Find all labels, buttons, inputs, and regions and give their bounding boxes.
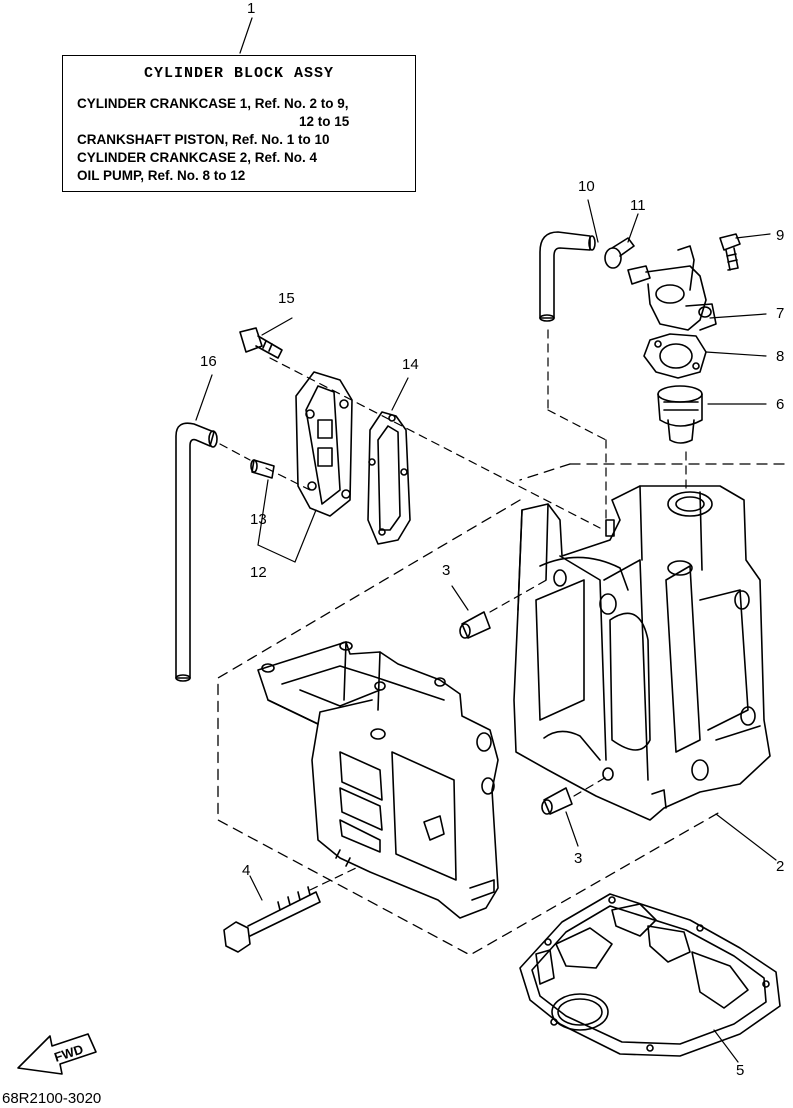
dowel-part-3b	[541, 787, 573, 815]
legend-title: CYLINDER BLOCK ASSY	[143, 65, 335, 82]
gasket-part-5	[519, 893, 781, 1057]
bolt-part-4	[223, 886, 321, 953]
legend-line-4: CYLINDER CRANKCASE 2, Ref. No. 4	[77, 150, 318, 165]
gasket-part-14	[367, 411, 411, 545]
callout-4: 4	[242, 862, 251, 879]
forward-arrow-icon: FWD	[17, 1033, 97, 1075]
bolt-part-15	[239, 327, 283, 359]
hose-part-16	[175, 422, 218, 682]
callout-14: 14	[402, 356, 419, 373]
callout-1: 1	[247, 0, 256, 17]
legend-line-5: OIL PUMP, Ref. No. 8 to 12	[77, 168, 246, 183]
thermostat-cover-part-7	[627, 245, 717, 331]
assembly-dashed-outline	[217, 463, 791, 956]
drawing-number: 68R2100-3020	[2, 1090, 102, 1107]
callout-3-upper: 3	[442, 562, 451, 579]
callout-6: 6	[776, 396, 785, 413]
oil-pump-part-12	[295, 371, 353, 517]
callout-3-lower: 3	[574, 850, 583, 867]
hose-part-10	[539, 231, 596, 322]
callout-11: 11	[630, 197, 646, 214]
callout-12: 12	[250, 564, 267, 581]
legend-line-3: CRANKSHAFT PISTON, Ref. No. 1 to 10	[77, 132, 330, 147]
callout-5: 5	[736, 1062, 745, 1079]
callout-15: 15	[278, 290, 295, 307]
callout-7: 7	[776, 305, 785, 322]
leader-lines	[195, 17, 777, 1063]
callout-2: 2	[776, 858, 785, 875]
dowel-part-13	[250, 459, 275, 479]
crankcase-part-4	[257, 641, 499, 919]
gasket-part-8	[643, 333, 707, 379]
bolt-part-9	[719, 233, 741, 271]
callout-10: 10	[578, 178, 595, 195]
dowel-part-3a	[459, 611, 491, 639]
legend-line-2: 12 to 15	[299, 114, 350, 129]
assembly-legend-box: CYLINDER BLOCK ASSY CYLINDER CRANKCASE 1…	[62, 55, 416, 192]
clip-part-11	[604, 237, 635, 269]
callout-16: 16	[200, 353, 217, 370]
callout-9: 9	[776, 227, 785, 244]
callout-13: 13	[250, 511, 267, 528]
thermostat-part-6	[657, 385, 703, 444]
legend-line-1: CYLINDER CRANKCASE 1, Ref. No. 2 to 9,	[77, 96, 349, 111]
callout-8: 8	[776, 348, 785, 365]
cylinder-block-part-2	[513, 485, 771, 821]
